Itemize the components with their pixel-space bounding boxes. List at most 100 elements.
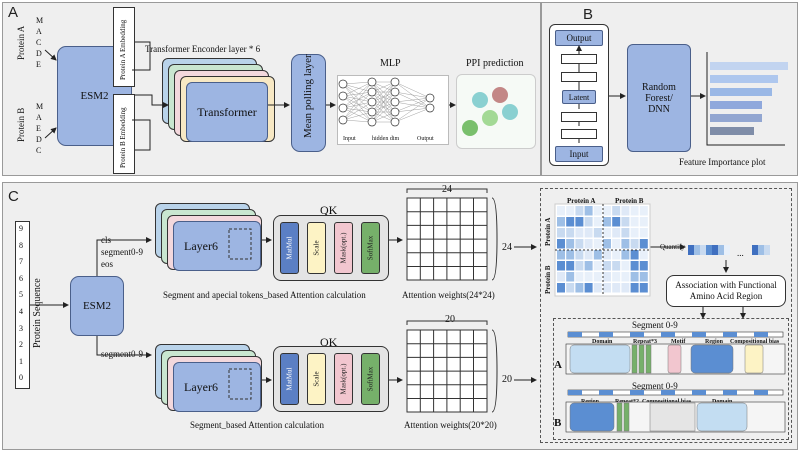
association-label: Association with Functional Amino Acid R… xyxy=(675,280,777,301)
ae-layer-2 xyxy=(561,72,597,82)
segment-ruler-block xyxy=(692,332,706,337)
segment-title-b: Segment 0-9 xyxy=(632,381,678,391)
feature-importance-bar xyxy=(710,88,772,96)
heatmap-cell xyxy=(593,261,602,271)
mlp-edge xyxy=(342,83,373,93)
heatmap-cell xyxy=(557,239,565,249)
heatmap-cell xyxy=(593,206,602,216)
segment-ruler-block xyxy=(692,390,706,395)
heatmap-cell xyxy=(612,228,621,238)
mlp-node xyxy=(338,79,348,89)
ruler-number: 6 xyxy=(19,273,23,283)
heatmap-cell xyxy=(621,261,630,271)
qk-op-maskopt: Mask(opt.) xyxy=(334,222,353,274)
sequence-b-letter: D xyxy=(36,135,42,144)
grid-brace xyxy=(406,188,488,193)
quantified-vector-cell xyxy=(700,245,706,255)
caption-top: Segment and apecial tokens_based Attenti… xyxy=(163,290,366,300)
sequence-a-letter: M xyxy=(36,16,44,25)
token-segment-bottom: segment0-9 xyxy=(101,349,143,359)
caption-bottom: Segment_based Attention calculation xyxy=(190,420,324,430)
quantified-vector-cell xyxy=(758,245,764,255)
mean-pooling-box xyxy=(291,54,326,152)
mlp-edge xyxy=(342,91,373,97)
heatmap-cell xyxy=(630,283,639,293)
mlp-node xyxy=(338,91,348,101)
heatmap-cell xyxy=(557,250,565,260)
heatmap-cell xyxy=(557,272,565,282)
heatmap-cell xyxy=(584,228,593,238)
mlp-node xyxy=(367,77,377,87)
heatmap-cell xyxy=(575,250,584,260)
heatmap-cell xyxy=(621,250,630,260)
heatmap-cell xyxy=(584,272,593,282)
quantified-vector-cell xyxy=(752,245,758,255)
mlp-title: MLP xyxy=(380,58,401,69)
functional-region-block xyxy=(696,402,748,432)
heatmap-cell xyxy=(593,272,602,282)
layer6-bottom: Layer6 xyxy=(173,362,261,412)
functional-region-block xyxy=(744,344,764,374)
qk-op-matmul: MatMul xyxy=(280,353,299,405)
feature-importance-bar xyxy=(710,62,788,70)
segment-ruler-block xyxy=(754,390,768,395)
tag-a-compbias: Compositional bias xyxy=(730,339,780,345)
esm2-box-c: ESM2 xyxy=(70,276,124,336)
row-b-label: B xyxy=(554,417,562,429)
mlp-edge xyxy=(371,91,396,123)
heatmap-protein-a: Protein A xyxy=(567,197,596,205)
mlp-node xyxy=(425,103,435,113)
mlp-edge xyxy=(342,81,373,121)
sequence-a-letter: C xyxy=(36,38,42,47)
heatmap-cell xyxy=(630,239,639,249)
sequence-b-letter: A xyxy=(36,113,42,122)
tag-a-motif: Motif xyxy=(671,339,686,345)
ruler-number: 1 xyxy=(19,356,23,366)
mlp-node xyxy=(338,103,348,113)
ruler-number: 0 xyxy=(19,373,23,383)
heatmap-cell xyxy=(603,228,611,238)
mlp-node xyxy=(338,115,348,125)
heatmap-cell xyxy=(566,228,575,238)
mlp-node xyxy=(367,107,377,117)
esm2-label-c: ESM2 xyxy=(82,300,112,312)
heatmap-cell xyxy=(603,283,611,293)
token-segment: segment0-9 xyxy=(101,247,143,257)
segment-ruler-block xyxy=(661,332,675,337)
embedding-a-box xyxy=(113,7,135,87)
heatmap-cell xyxy=(621,272,630,282)
heatmap-cell xyxy=(621,283,630,293)
heatmap-cell xyxy=(630,272,639,282)
heatmap-cell xyxy=(639,239,648,249)
heatmap-cell xyxy=(593,250,602,260)
sequence-b-letter: M xyxy=(36,102,44,111)
heatmap-cell xyxy=(557,261,565,271)
association-box: Association with Functional Amino Acid R… xyxy=(666,275,786,307)
segment-ruler-block xyxy=(599,332,613,337)
heatmap-cell xyxy=(593,228,602,238)
ppi-structure-blob xyxy=(472,92,488,108)
heatmap-cell xyxy=(612,239,621,249)
esm2-label-a: ESM2 xyxy=(80,90,109,102)
feature-importance-bar xyxy=(710,75,778,83)
heatmap-cell xyxy=(566,217,575,227)
heatmap-cell xyxy=(575,217,584,227)
sequence-b-letter: E xyxy=(36,124,41,133)
heatmap-cell xyxy=(612,272,621,282)
ruler-number: 5 xyxy=(19,290,23,300)
mlp-edge xyxy=(394,81,431,99)
heatmap-cell xyxy=(630,206,639,216)
mlp-edge xyxy=(371,81,396,103)
qk-top-label: QK xyxy=(320,203,338,217)
heatmap-cell xyxy=(630,261,639,271)
heatmap-cell xyxy=(639,272,648,282)
heatmap-cell xyxy=(630,228,639,238)
heatmap-cell xyxy=(593,283,602,293)
mlp-edge xyxy=(371,81,396,113)
grid-brace xyxy=(491,329,498,413)
heatmap-cell xyxy=(557,217,565,227)
qk-op-softmax: SoftMax xyxy=(361,222,380,274)
mlp-edge xyxy=(342,83,373,113)
mlp-edge xyxy=(342,91,373,121)
